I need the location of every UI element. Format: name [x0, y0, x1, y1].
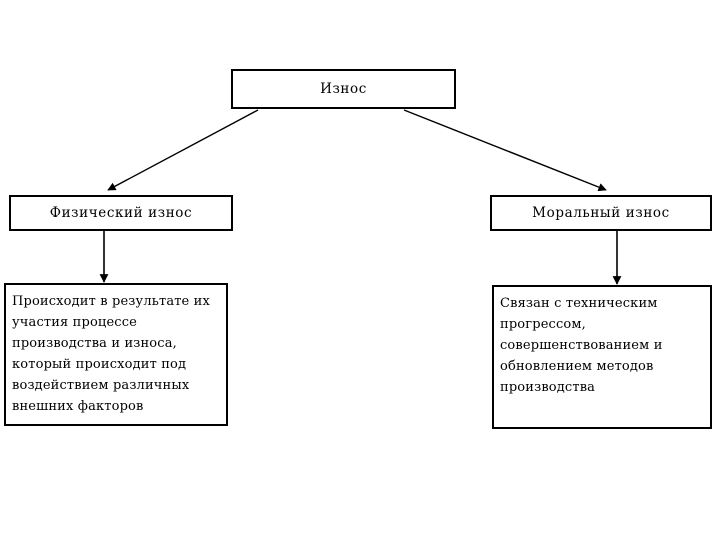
node-moral-label: Моральный износ [532, 205, 670, 221]
node-physical-description: Происходит в результате их участия проце… [4, 283, 228, 426]
node-root-iznos: Износ [231, 69, 456, 109]
description-line: который происходит под [12, 357, 187, 372]
description-line: воздействием различных [12, 378, 190, 393]
description-line: Происходит в результате их [12, 294, 210, 309]
node-root-label: Износ [320, 81, 367, 97]
description-line: прогрессом, [500, 317, 586, 332]
description-line: производства [500, 380, 596, 395]
description-line: участия процессе [12, 315, 137, 330]
node-physical-label: Физический износ [49, 205, 193, 221]
node-moral-description: Связан с техническим прогрессом, соверше… [492, 285, 712, 429]
description-line: Связан с техническим [500, 296, 658, 311]
node-moral-wear: Моральный износ [490, 195, 712, 231]
connector-root-to-physical [107, 109, 259, 191]
node-physical-wear: Физический износ [9, 195, 233, 231]
description-line: совершенствованием и [500, 338, 663, 353]
description-line: производства и износа, [12, 336, 177, 351]
connector-root-to-moral [403, 109, 607, 192]
description-line: внешних факторов [12, 399, 144, 414]
description-line: обновлением методов [500, 359, 654, 374]
